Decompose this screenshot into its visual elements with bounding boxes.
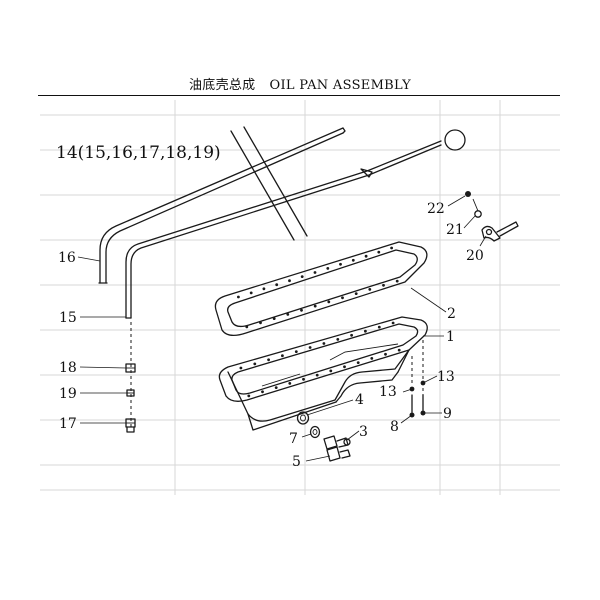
pan-bolt-hole (356, 361, 360, 364)
pan-bolt-hole (253, 362, 257, 366)
pan-bolt-hole (267, 358, 270, 362)
reference-diagonal-lines (230, 126, 308, 241)
dipstick-guide-tube (98, 127, 346, 284)
gasket-bolt-hole (395, 279, 399, 283)
gasket-bolt-hole (339, 262, 342, 266)
pan-bolt-hole (247, 394, 251, 398)
callout-20: 20 (466, 248, 484, 264)
pan-bolt-hole (302, 377, 305, 381)
callout-5: 5 (292, 454, 301, 470)
gasket-bolt-hole (300, 308, 303, 312)
bracket-washer-21 (472, 198, 482, 218)
callout-19: 19 (59, 386, 77, 402)
oil-pan-bolt-holes (239, 321, 401, 398)
callout-21: 21 (446, 222, 464, 238)
pan-bolt-hole (281, 354, 284, 358)
callout-labels: 16 15 18 19 17 2 1 13 13 9 8 4 7 3 5 22 … (58, 201, 484, 470)
pan-bolt-hole (350, 333, 353, 337)
callout-3: 3 (359, 424, 368, 440)
callout-7: 7 (289, 431, 298, 447)
gasket-bolt-hole (245, 325, 249, 329)
callout-8: 8 (390, 419, 399, 435)
oil-pan-gasket (214, 241, 428, 337)
pan-bolt-hole (261, 390, 264, 394)
pan-bolt-hole (274, 386, 278, 389)
gasket-bolt-hole (288, 279, 291, 283)
gasket-bolt-hole (377, 250, 381, 254)
gasket-bolt-hole (237, 295, 240, 299)
callout-13-left: 13 (379, 384, 397, 400)
bracket-clip-20 (481, 221, 519, 242)
callout-17: 17 (59, 416, 77, 432)
callout-18: 18 (59, 360, 77, 376)
gasket-bolt-hole (327, 300, 331, 304)
callout-2: 2 (447, 306, 456, 322)
gasket-bolt-hole (351, 258, 355, 262)
pan-bolt-hole (370, 357, 374, 360)
pan-bolt-hole (288, 382, 292, 385)
gasket-bolt-hole (390, 246, 393, 250)
pan-bolt-hole (384, 352, 387, 356)
pan-bolt-hole (377, 325, 381, 329)
pan-bolt-hole (397, 348, 401, 352)
callout-9: 9 (443, 406, 452, 422)
gasket-bolt-hole (354, 292, 358, 295)
leader-lines (77, 195, 487, 462)
pan-bolt-hole (343, 365, 346, 369)
title-english: OIL PAN ASSEMBLY (269, 78, 412, 93)
drain-plug-3 (323, 435, 351, 450)
pan-bolt-hole (308, 346, 312, 349)
pan-bolt-hole (322, 342, 326, 345)
gasket-bolt-hole (259, 321, 262, 325)
drain-seal-ring-4 (296, 411, 310, 425)
drain-washer-7 (309, 425, 321, 439)
pan-bolt-hole (364, 329, 367, 333)
gasket-bolt-hole (326, 267, 330, 270)
dipstick (125, 129, 466, 319)
callout-1: 1 (446, 329, 455, 345)
gasket-bolt-hole (313, 304, 317, 308)
page-title: 油底壳总成 OIL PAN ASSEMBLY (0, 74, 600, 93)
gasket-bolt-hole (313, 271, 317, 274)
gasket-bolt-hole (382, 283, 385, 287)
gasket-bolt-hole (262, 287, 266, 291)
oil-pan (218, 316, 428, 431)
gasket-bolt-hole (341, 296, 344, 300)
pan-bolt-hole (336, 338, 340, 341)
bracket-bolt-22 (465, 191, 471, 197)
callout-22: 22 (427, 201, 445, 217)
callout-13-right: 13 (437, 369, 455, 385)
callout-4: 4 (355, 392, 364, 408)
pan-bolt-hole (329, 369, 333, 373)
drain-bolt-5 (326, 446, 351, 462)
callout-15: 15 (59, 310, 77, 326)
gasket-bolt-holes (237, 246, 399, 329)
gasket-bolt-hole (275, 283, 279, 287)
bolt-8 (409, 394, 415, 418)
pan-bolt-hole (391, 321, 395, 325)
pan-bolt-hole (315, 373, 319, 377)
group-label-14: 14(15,16,17,18,19) (56, 143, 221, 163)
gasket-bolt-hole (286, 313, 290, 316)
bolt-9 (420, 394, 426, 416)
pan-bolt-hole (239, 366, 243, 370)
title-chinese: 油底壳总成 (188, 78, 256, 93)
callout-16: 16 (58, 250, 76, 266)
gasket-bolt-hole (368, 288, 372, 291)
title-underline (38, 95, 560, 96)
background-ghost-grid (40, 100, 560, 495)
gasket-bolt-hole (272, 317, 276, 320)
gasket-bolt-hole (364, 254, 368, 258)
gasket-bolt-hole (300, 275, 304, 278)
pan-bolt-hole (294, 350, 298, 353)
gasket-bolt-hole (249, 291, 253, 295)
